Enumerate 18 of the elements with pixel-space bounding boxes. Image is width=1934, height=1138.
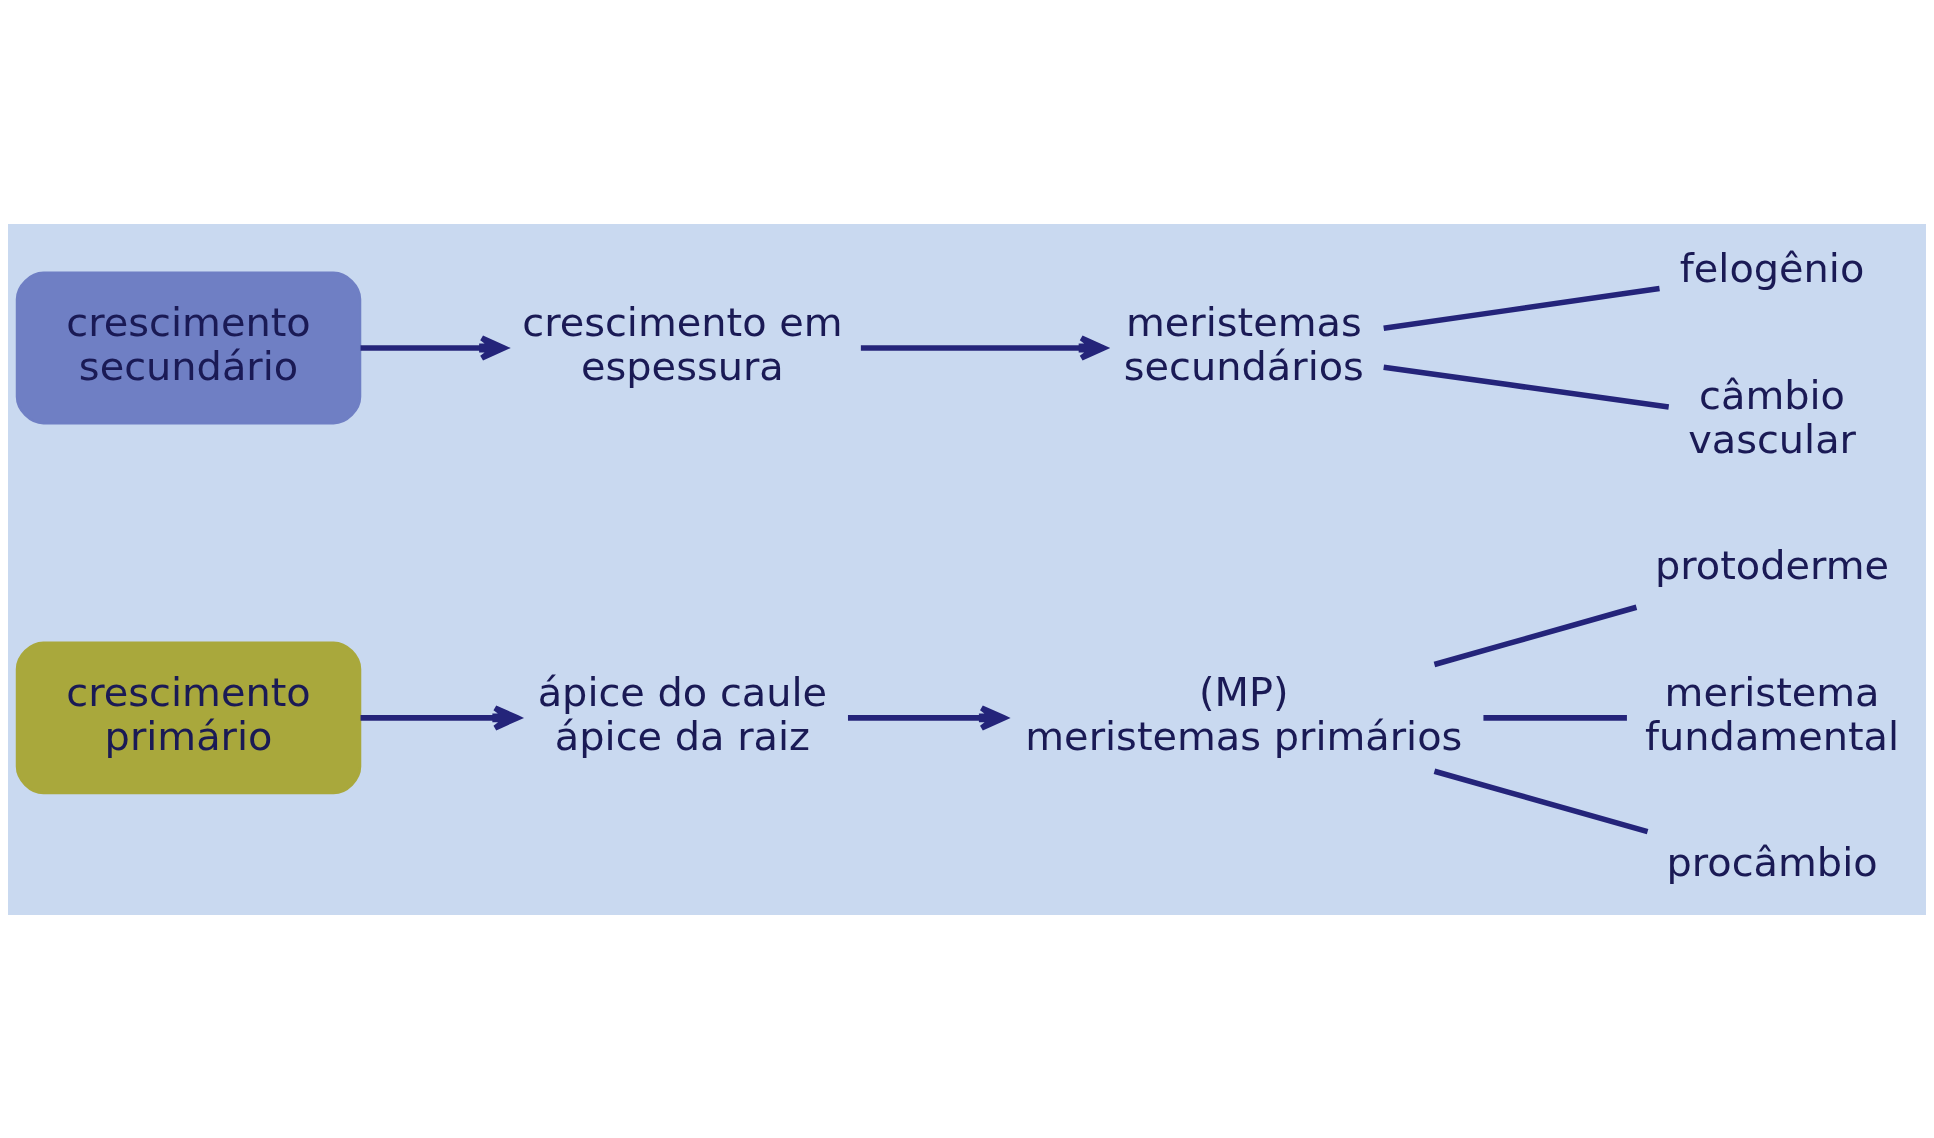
node-text: (MP) meristemas primários — [1025, 667, 1463, 759]
node-text: crescimento em espessura — [522, 298, 843, 389]
node-text: procâmbio — [1666, 838, 1878, 885]
node-text: meristema fundamental — [1645, 667, 1900, 759]
node-text: câmbio vascular — [1688, 371, 1856, 462]
connector — [1383, 285, 1660, 331]
connector — [1383, 364, 1670, 410]
node-text: meristemas secundários — [1123, 298, 1364, 389]
arrow — [360, 704, 521, 731]
connector — [1433, 768, 1649, 834]
node-text: felogênio — [1679, 244, 1865, 291]
node-text: protoderme — [1655, 541, 1890, 588]
node-box: crescimento secundário — [15, 271, 362, 424]
arrow — [860, 334, 1107, 361]
node-text: ápice do caule ápice da raiz — [537, 667, 828, 759]
node-box: crescimento primário — [15, 641, 362, 794]
connector — [1483, 714, 1627, 721]
connector — [1433, 604, 1638, 667]
